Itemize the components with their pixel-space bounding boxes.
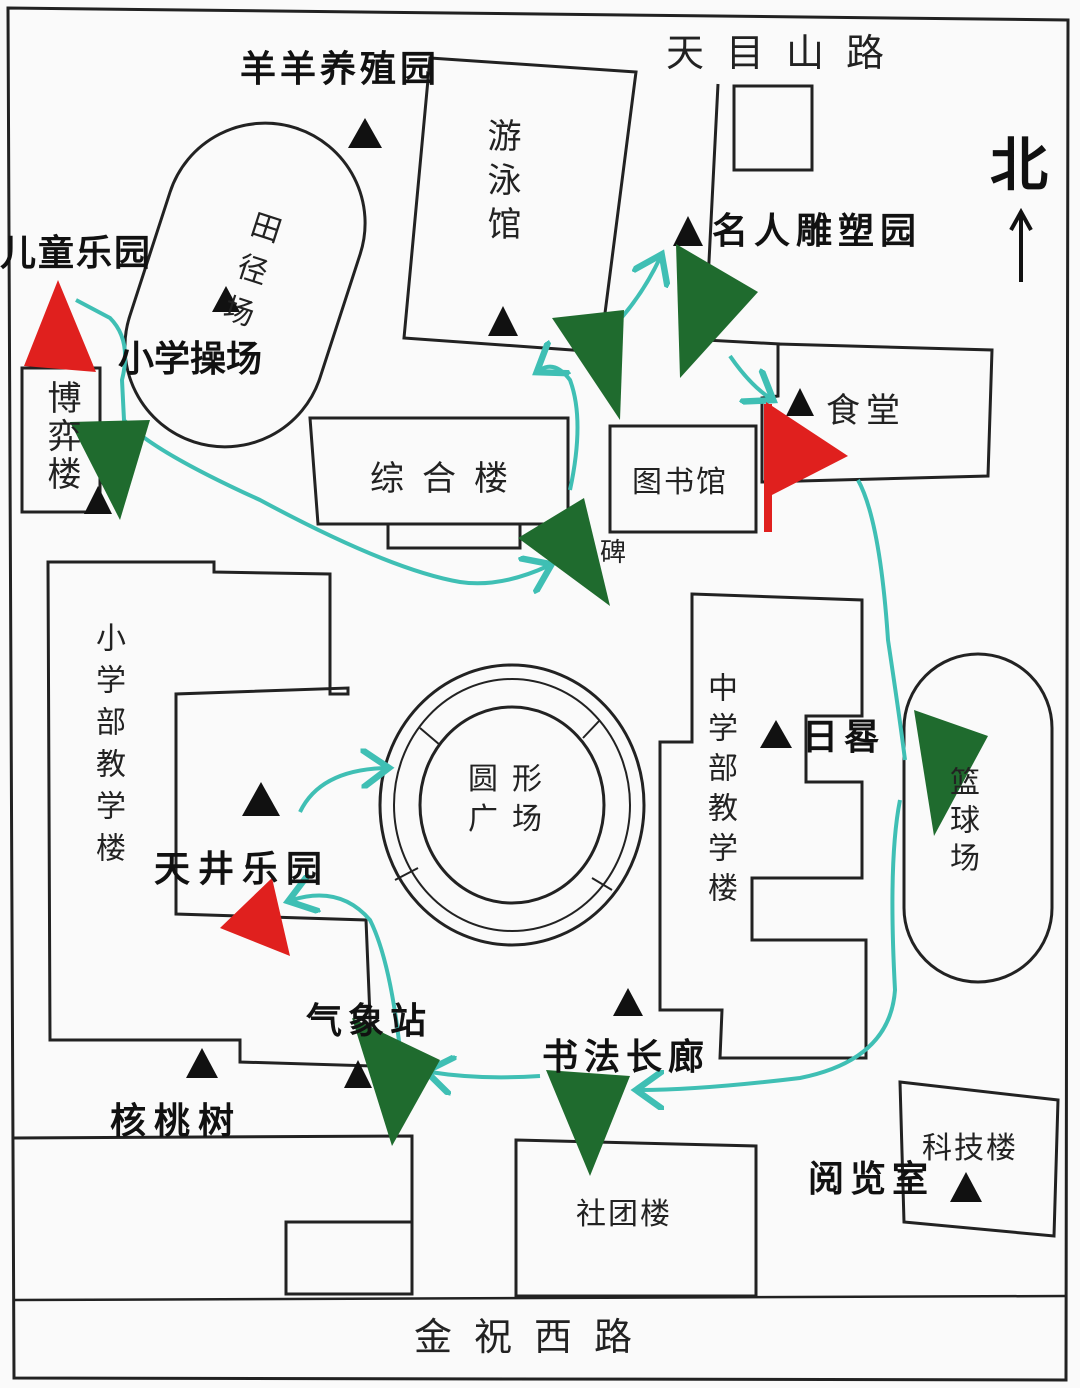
tour-route bbox=[75, 298, 548, 583]
weather-station-label: 气象站 bbox=[306, 1001, 433, 1042]
green-flag-sculpture bbox=[676, 244, 758, 378]
round-plaza-inner bbox=[418, 705, 606, 905]
round-plaza-outer bbox=[378, 663, 646, 947]
marker-weather bbox=[344, 1060, 372, 1088]
marker-courtyard bbox=[242, 782, 280, 816]
round-plaza-mid bbox=[393, 678, 631, 932]
library-shape bbox=[608, 424, 758, 534]
swimming-hall-label: 游泳馆 bbox=[481, 118, 521, 250]
science-building-label: 科技楼 bbox=[922, 1131, 1018, 1166]
marker-swimming bbox=[488, 306, 518, 336]
marker-calligraphy bbox=[613, 988, 643, 1016]
marker-reading bbox=[950, 1172, 982, 1202]
red-flag-courtyard bbox=[220, 878, 290, 956]
monument-label: 碑 bbox=[600, 538, 627, 568]
sheep-farm-label: 羊羊养殖园 bbox=[240, 49, 441, 90]
library-label: 图书馆 bbox=[632, 465, 728, 500]
map-border bbox=[6, 6, 1070, 1382]
south-west-small-block bbox=[284, 1220, 414, 1296]
tour-route-9 bbox=[298, 768, 385, 813]
green-flag-boyi bbox=[70, 420, 150, 520]
marker-sundial bbox=[760, 720, 792, 748]
tour-route-8 bbox=[292, 896, 402, 1051]
tour-route-7 bbox=[430, 1072, 541, 1077]
black-markers bbox=[84, 118, 982, 1202]
science-building-shape bbox=[898, 1080, 1060, 1238]
walnut-tree-label: 核桃树 bbox=[110, 1101, 243, 1142]
canteen-label: 食堂 bbox=[826, 391, 906, 431]
red-flags bbox=[24, 280, 848, 956]
green-flag-weather bbox=[352, 1018, 440, 1146]
courtyard-park-label: 天井乐园 bbox=[154, 849, 331, 890]
red-flag-canteen bbox=[766, 402, 848, 496]
tour-route-2 bbox=[540, 367, 580, 491]
reading-room-label: 阅览室 bbox=[808, 1159, 935, 1200]
south-west-block bbox=[13, 1134, 414, 1294]
green-flag-monument bbox=[518, 498, 610, 606]
basketball-court-shape bbox=[902, 652, 1054, 984]
primary-playground-label: 小学操场 bbox=[118, 339, 263, 380]
south-road-label: 金祝西路 bbox=[414, 1315, 655, 1359]
green-flag-swimming bbox=[552, 310, 624, 420]
middle-teaching-label: 中学部教学楼 bbox=[702, 672, 737, 912]
boyi-building-label: 博弈楼 bbox=[41, 380, 81, 494]
primary-teaching-label: 小学部教学楼 bbox=[90, 622, 125, 874]
primary-teaching-shape bbox=[46, 560, 374, 1068]
tour-route-4 bbox=[728, 354, 770, 398]
marker-boyi bbox=[84, 486, 112, 514]
green-flags bbox=[70, 244, 988, 1176]
marker-field bbox=[212, 286, 240, 312]
basketball-court-label: 篮球场 bbox=[944, 766, 979, 880]
middle-teaching-shape bbox=[658, 592, 868, 1060]
field-shape bbox=[123, 121, 367, 449]
calligraphy-corridor-label: 书法长廊 bbox=[542, 1037, 711, 1078]
sundial-label: 日晷 bbox=[802, 717, 887, 758]
marker-canteen bbox=[786, 388, 814, 416]
north-label: 北 bbox=[990, 131, 1049, 199]
south-road-edge bbox=[13, 1294, 1067, 1302]
north-arrow-icon bbox=[1009, 207, 1033, 282]
club-building-shape bbox=[514, 1138, 758, 1298]
green-flag-basketball bbox=[914, 710, 988, 836]
north-road-label: 天目山路 bbox=[666, 31, 907, 75]
tour-route-6 bbox=[640, 799, 902, 1090]
marker-walnut bbox=[186, 1048, 218, 1078]
small-north-building bbox=[732, 84, 814, 172]
complex-building-label: 综合楼 bbox=[370, 459, 526, 499]
celebrity-sculpture-label: 名人雕塑园 bbox=[712, 211, 923, 252]
round-plaza-steps bbox=[394, 719, 613, 891]
marker-sculpture bbox=[673, 216, 703, 246]
children-park-label: 儿童乐园 bbox=[0, 233, 153, 274]
complex-building-porch bbox=[386, 524, 522, 550]
club-building-label: 社团楼 bbox=[576, 1197, 672, 1232]
marker-sheep-farm bbox=[348, 118, 382, 148]
round-plaza-label: 圆形广场 bbox=[468, 762, 556, 837]
red-flag-children-park bbox=[24, 280, 96, 372]
canteen-shape bbox=[760, 342, 994, 484]
tour-route-5 bbox=[856, 479, 907, 761]
green-flag-calligraphy bbox=[546, 1070, 630, 1176]
red-flag-canteen-pole bbox=[764, 404, 772, 532]
